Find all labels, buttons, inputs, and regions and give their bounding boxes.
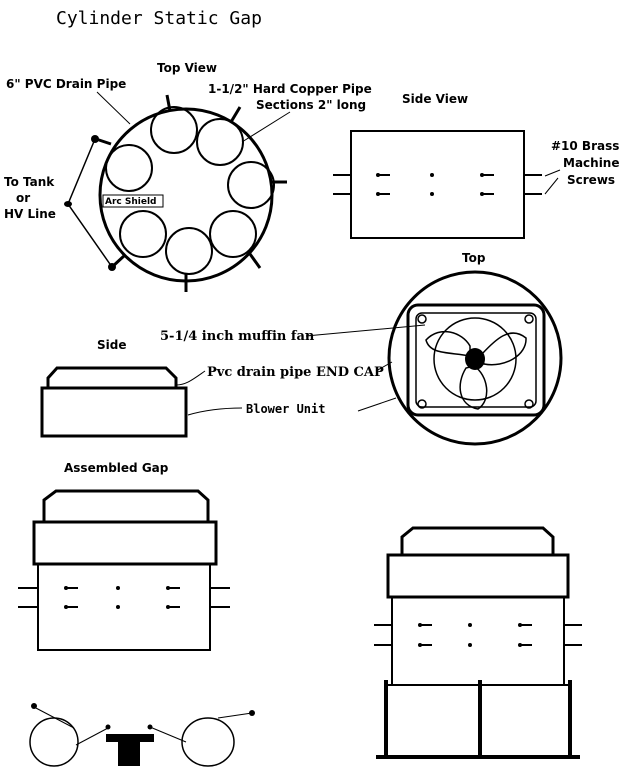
blower-leader-left: [187, 407, 243, 416]
stand-blower: [386, 553, 570, 599]
copper-pipe-label-2: Sections 2" long: [256, 98, 366, 112]
junction-dot: [64, 201, 72, 207]
arc-shield: [102, 194, 164, 208]
end-cap-leader-right: [375, 361, 393, 372]
schematic-cylinder-right: [181, 717, 235, 767]
stand-legs: [384, 680, 572, 757]
fan-frame-outer: [406, 303, 546, 417]
end-cap-label: Pvc drain pipe END CAP: [207, 365, 384, 380]
muffin-fan-label: 5-1/4 inch muffin fan: [160, 329, 315, 344]
copper-cylinder: [165, 227, 213, 275]
blower-top-outline: [387, 270, 563, 446]
copper-cylinder: [209, 210, 257, 258]
terminal-dot: [108, 263, 116, 271]
stand-dots: [418, 623, 522, 647]
terminal-dot: [91, 135, 99, 143]
schematic-terminal: [31, 703, 37, 709]
top-view-screws: [95, 94, 287, 292]
copper-cylinder: [150, 106, 198, 154]
brass-label-2: Machine: [563, 156, 620, 170]
fan-blades: [425, 330, 527, 410]
to-tank-label-2: or: [16, 191, 30, 205]
assembled-dots: [64, 586, 170, 609]
copper-cylinder: [196, 118, 244, 166]
side-view-screws: [333, 174, 542, 195]
copper-cylinder: [105, 144, 153, 192]
arc-shield-label: Arc Shield: [105, 197, 156, 207]
schematic-spark-plate: [106, 734, 154, 742]
schematic-node: [147, 724, 153, 730]
end-cap-leader-left: [175, 370, 206, 386]
copper-pipe-label-1: 1-1/2" Hard Copper Pipe: [208, 82, 372, 96]
side-view-group: Side View #10 Brass Machine Screws: [333, 92, 620, 239]
top-view-group: Top View 6" PVC Drain Pipe 1-1/2" Hard C…: [4, 61, 372, 292]
schematic-cylinder-left: [29, 717, 79, 767]
assembled-cylinder: [37, 563, 211, 651]
side-view-dots: [376, 173, 484, 196]
assembled-screws: [18, 587, 230, 608]
blower-unit-label: Blower Unit: [246, 402, 325, 416]
diagram-title: Cylinder Static Gap: [56, 8, 262, 29]
schematic-spark-block: [118, 742, 140, 766]
top-label: Top: [462, 251, 486, 265]
assembled-gap-label: Assembled Gap: [64, 461, 169, 475]
side-view-label: Side View: [402, 92, 468, 106]
assembled-end-cap: [42, 489, 210, 522]
brass-label-1: #10 Brass: [551, 139, 619, 153]
mount-holes: [417, 314, 534, 409]
blower-side-group: Side 5-1/4 inch muffin fan Pvc drain pip…: [40, 324, 426, 438]
fan-shroud: [433, 317, 517, 401]
end-cap-side: [46, 366, 178, 388]
copper-cylinder: [227, 161, 275, 209]
side-view-body: [350, 130, 525, 239]
copper-cylinder: [119, 210, 167, 258]
brass-leaders: [544, 169, 561, 195]
schematic-wires: [33, 706, 253, 746]
blower-unit-side: [40, 386, 188, 438]
fan-frame-inner: [415, 312, 537, 408]
pvc-pipe-label: 6" PVC Drain Pipe: [6, 77, 126, 91]
assembled-blower: [32, 520, 218, 566]
top-view-label: Top View: [157, 61, 217, 75]
pvc-pipe-leader: [96, 91, 131, 125]
to-tank-label-3: HV Line: [4, 207, 56, 221]
schematic-terminal: [249, 710, 255, 716]
blower-top-group: Top: [387, 251, 563, 446]
brass-label-3: Screws: [567, 173, 615, 187]
stand-assembly-group: [374, 526, 582, 759]
copper-cylinders: [105, 106, 275, 275]
side-label: Side: [97, 338, 126, 352]
stand-cylinder: [391, 596, 565, 686]
schematic-node: [105, 724, 111, 730]
stand-screws: [374, 624, 582, 646]
fan-hub: [465, 348, 485, 370]
blower-leader-right: [357, 397, 397, 412]
to-tank-label-1: To Tank: [4, 175, 55, 189]
muffin-fan-leader: [305, 324, 426, 337]
bottom-schematic-group: [29, 703, 255, 767]
stand-end-cap: [400, 526, 555, 555]
assembled-gap-group: Assembled Gap: [18, 461, 230, 651]
